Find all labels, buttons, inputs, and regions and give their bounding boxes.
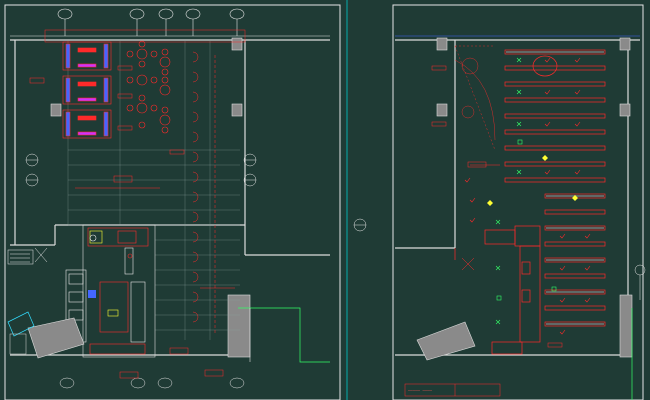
title-block-text: ————— ———— xyxy=(408,388,433,393)
right-yellow-markers xyxy=(487,155,578,206)
left-banquette-seats xyxy=(192,51,216,335)
left-top-grid-markers xyxy=(10,8,330,37)
left-columns xyxy=(50,37,243,117)
left-annotation-tags xyxy=(29,65,235,379)
left-round-tables xyxy=(126,40,171,134)
right-sheet-border xyxy=(392,4,644,400)
left-sheet-border xyxy=(4,4,341,400)
right-check-marks xyxy=(464,57,591,335)
right-diagonal-lines xyxy=(454,45,496,151)
right-walls xyxy=(395,39,640,356)
left-green-room xyxy=(238,307,330,363)
right-gray-block xyxy=(416,321,476,361)
right-table-rows xyxy=(504,49,606,327)
right-counter xyxy=(454,225,541,355)
left-floor-plan xyxy=(7,8,367,389)
left-side-markers xyxy=(25,153,367,389)
right-table-fills xyxy=(506,51,604,325)
right-floor-plan: ————— ———— xyxy=(395,35,646,400)
right-annotation-tags xyxy=(431,65,563,348)
right-side-markers xyxy=(634,264,646,300)
left-booths xyxy=(44,29,246,139)
left-gray-block xyxy=(27,317,85,359)
right-columns xyxy=(436,37,631,117)
right-bathroom-partition xyxy=(619,294,633,358)
right-door-swing xyxy=(461,257,475,271)
left-cyan-counter xyxy=(7,311,35,337)
right-green-markers xyxy=(495,57,557,325)
left-bathroom-partition xyxy=(227,294,251,358)
right-title-block: ————— ———— xyxy=(404,383,501,397)
left-store-room xyxy=(7,247,48,265)
